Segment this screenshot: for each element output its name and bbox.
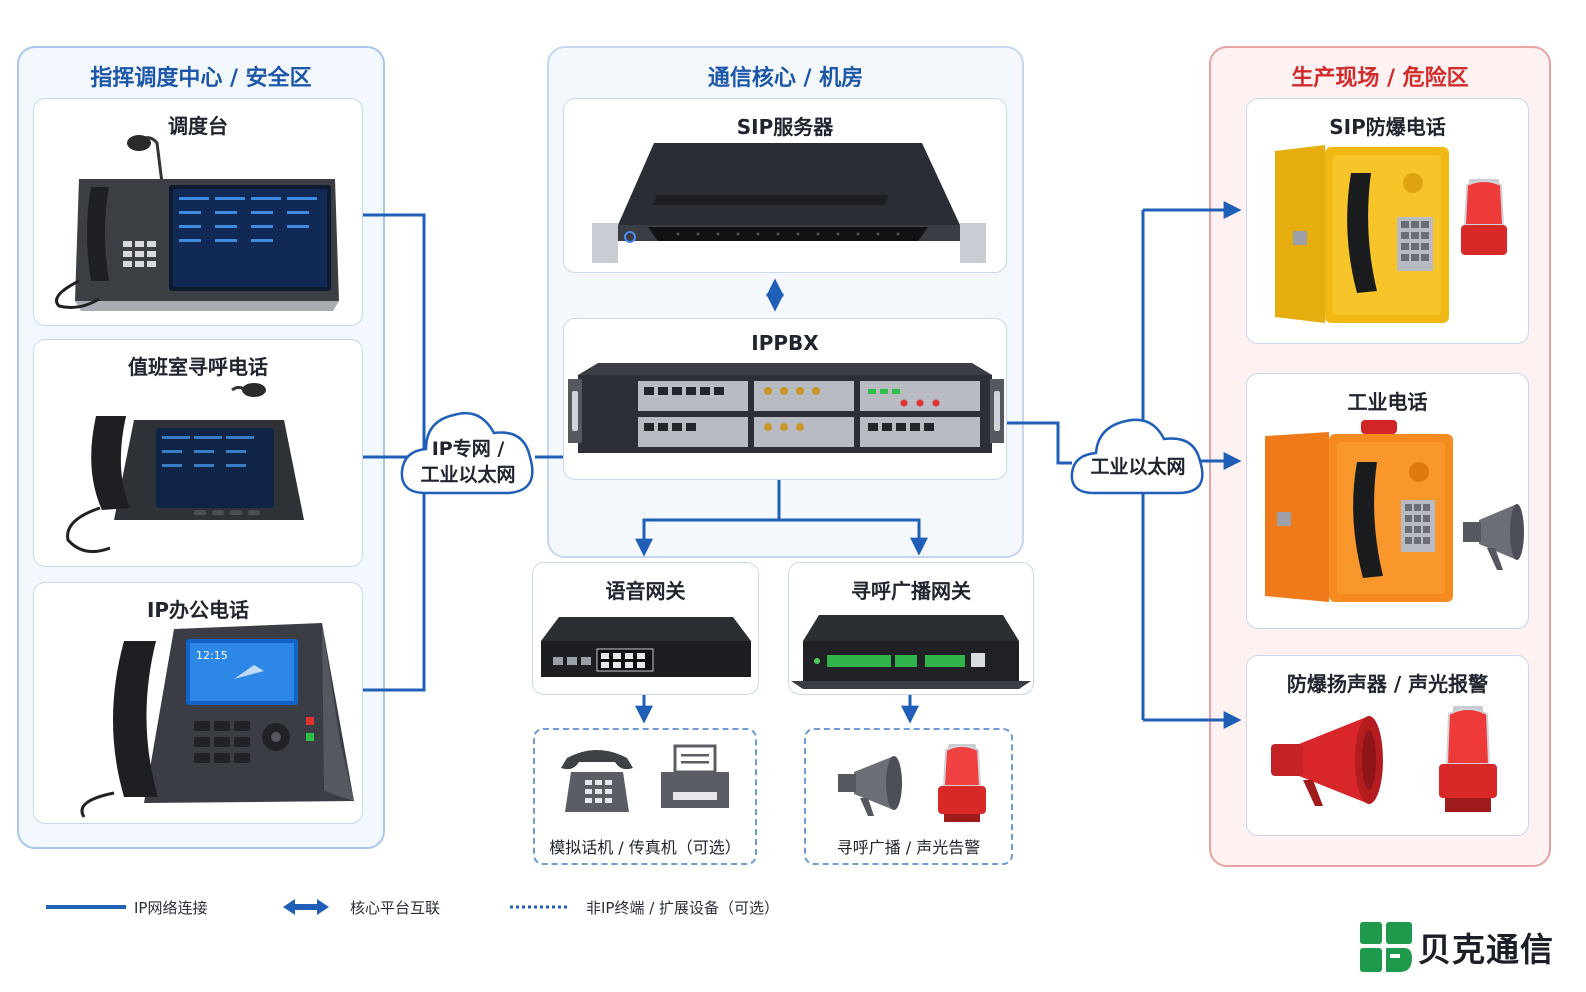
- label-speaker-strobe: 防爆扬声器 / 声光报警: [1286, 672, 1489, 696]
- label-ip-office-phone: IP办公电话: [146, 598, 250, 622]
- card-industrial-phone[interactable]: 工业电话: [1246, 373, 1529, 629]
- label-industrial-phone: 工业电话: [1347, 390, 1428, 414]
- explosion-proof-phone-icon: [1275, 145, 1507, 323]
- card-duty-room-phone[interactable]: 值班室寻呼电话: [33, 339, 363, 567]
- ip-phone-icon: 12:15: [80, 623, 354, 818]
- label-voice-gateway: 语音网关: [605, 579, 686, 603]
- ippbx-chassis-icon: [568, 363, 1004, 453]
- legend-ip-line-icon: [46, 905, 126, 909]
- legend-double-arrow-icon: [283, 899, 329, 915]
- card-sip-server[interactable]: SIP服务器: [563, 98, 1007, 273]
- paging-gateway-icon: [791, 615, 1031, 689]
- legend-dashed-line-icon: [510, 905, 570, 909]
- strobe-alarm-icon: [938, 744, 986, 822]
- card-paging-gateway[interactable]: 寻呼广播网关: [788, 562, 1034, 695]
- horn-speaker-icon: [838, 756, 902, 816]
- zone-title-communication-core: 通信核心 / 机房: [707, 66, 864, 91]
- zone-title-command-center: 指挥调度中心 / 安全区: [90, 66, 312, 91]
- cloud-ip-private-network: IP专网 / 工业以太网: [400, 411, 534, 495]
- zone-title-production-site: 生产现场 / 危险区: [1291, 66, 1469, 91]
- card-voice-gateway[interactable]: 语音网关: [532, 562, 759, 695]
- card-ip-office-phone[interactable]: IP办公电话 12:15: [33, 582, 363, 824]
- link-ippbx-gateways: [642, 480, 919, 552]
- brand-logo: 贝克通信: [1360, 922, 1554, 972]
- fax-machine-icon: [661, 744, 729, 808]
- brand-logo-icon: [1360, 922, 1412, 972]
- legend-non-ip-terminals: 非IP终端 / 扩展设备（可选）: [586, 899, 780, 917]
- label-ippbx: IPPBX: [751, 331, 819, 355]
- phone-screen-clock: 12:15: [196, 649, 228, 662]
- label-paging-gateway: 寻呼广播网关: [851, 579, 971, 603]
- brand-name: 贝克通信: [1418, 930, 1554, 969]
- dispatch-console-icon: [55, 135, 339, 311]
- cloud-industrial-ethernet: 工业以太网: [1070, 418, 1204, 495]
- red-strobe-alarm-icon: [1439, 706, 1497, 812]
- card-analog-terminals[interactable]: 模拟话机 / 传真机（可选）: [533, 728, 757, 865]
- cloud-right-line1: 工业以太网: [1090, 455, 1185, 478]
- server-icon: [592, 143, 986, 263]
- link-ippbx-right-cloud: [1006, 421, 1072, 465]
- industrial-phone-icon: [1265, 420, 1524, 602]
- card-sip-explosion-proof-phone[interactable]: SIP防爆电话: [1246, 98, 1529, 344]
- analog-phone-icon: [561, 750, 633, 812]
- card-ippbx[interactable]: IPPBX: [563, 318, 1007, 480]
- label-analog-terminals: 模拟话机 / 传真机（可选）: [549, 838, 741, 857]
- red-horn-speaker-icon: [1271, 716, 1383, 806]
- paging-phone-icon: [66, 383, 304, 554]
- card-dispatch-console[interactable]: 调度台: [33, 98, 363, 326]
- card-speaker-strobe[interactable]: 防爆扬声器 / 声光报警: [1246, 655, 1529, 836]
- label-paging-terminals: 寻呼广播 / 声光告警: [836, 838, 981, 857]
- label-dispatch-console: 调度台: [168, 114, 228, 138]
- cloud-left-line1: IP专网 /: [432, 437, 505, 460]
- legend-core-interconnect: 核心平台互联: [350, 899, 441, 917]
- card-paging-terminals[interactable]: 寻呼广播 / 声光告警: [804, 728, 1013, 865]
- voice-gateway-icon: [541, 617, 751, 677]
- cloud-left-line2: 工业以太网: [420, 463, 515, 486]
- label-sip-server: SIP服务器: [736, 115, 834, 139]
- legend-ip-network: IP网络连接: [134, 899, 208, 917]
- label-sip-explosion-proof-phone: SIP防爆电话: [1329, 115, 1446, 139]
- label-duty-room-phone: 值班室寻呼电话: [128, 355, 268, 379]
